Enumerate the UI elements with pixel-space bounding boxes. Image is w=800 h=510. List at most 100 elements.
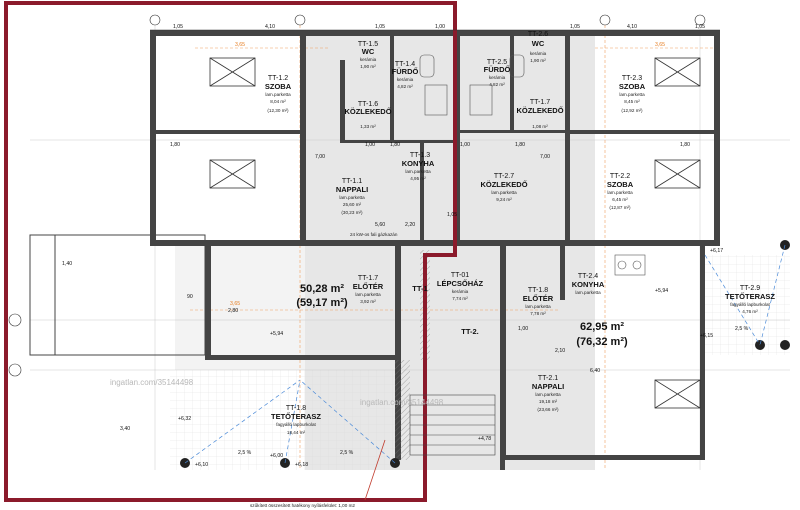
dim-label: 1,05 bbox=[695, 24, 705, 30]
room-floor: kerámia bbox=[489, 75, 506, 80]
room-area: 18,44 m² bbox=[287, 430, 306, 435]
dim-label: 1,00 bbox=[460, 142, 470, 148]
room-floor: lam.parketta bbox=[619, 92, 645, 97]
room-floor: lam.parketta bbox=[607, 190, 633, 195]
unit-tag: TT-1 bbox=[412, 284, 427, 293]
watermark-text: ingatlan.com/35144498 bbox=[110, 378, 194, 387]
unit-net-area: 62,95 m² bbox=[580, 321, 624, 333]
room-id: TT-2.1 bbox=[538, 375, 558, 382]
dim-label: 1,80 bbox=[170, 142, 180, 148]
room-area: 6,45 m² bbox=[612, 197, 628, 202]
room-id: TT-2.6 bbox=[528, 31, 548, 38]
room-id: TT-1.5 bbox=[358, 41, 378, 48]
dim-label: 7,00 bbox=[540, 154, 550, 160]
elevation-labels: +6,17 +5,94 +5,94 +6,15 +6,32 +6,10 +6,1… bbox=[178, 248, 723, 468]
room-floor: kerámia bbox=[452, 289, 469, 294]
room-name: KÖZLEKEDŐ bbox=[516, 106, 563, 115]
room-area: 4,82 m² bbox=[489, 82, 505, 87]
room-name: LÉPCSŐHÁZ bbox=[437, 279, 484, 288]
room-floor: kerámia bbox=[530, 51, 547, 56]
room-gross: (12,30 m²) bbox=[267, 108, 289, 113]
room-name: SZOBA bbox=[607, 180, 634, 189]
bottom-note: szűkített összesített hatékony nyílásfel… bbox=[250, 503, 355, 508]
elevation: +4,78 bbox=[478, 436, 491, 442]
dimension-misc: 90 1,40 2,80 3,65 5,60 2,20 1,05 2,10 6,… bbox=[62, 212, 600, 432]
dim-label: 3,65 bbox=[655, 42, 665, 48]
room-name: SZOBA bbox=[619, 82, 646, 91]
dim-label: 1,05 bbox=[173, 24, 183, 30]
room-id: TT-1.7 bbox=[358, 275, 378, 282]
dim-label: 1,05 bbox=[447, 212, 457, 218]
dim-label: 1,80 bbox=[515, 142, 525, 148]
staircase bbox=[409, 394, 496, 456]
dim-label: 1,00 bbox=[518, 326, 528, 332]
slope-label: 2,5 % bbox=[340, 450, 354, 456]
room-name: ELŐTÉR bbox=[523, 294, 554, 303]
dim-label: 90 bbox=[187, 294, 193, 300]
windows bbox=[209, 57, 701, 409]
room-id: TT-1.7 bbox=[530, 99, 550, 106]
elevation: +6,00 bbox=[270, 453, 283, 459]
room-id: TT-1.1 bbox=[342, 178, 362, 185]
axis-markers bbox=[8, 14, 706, 377]
room-floor: lam.parketta bbox=[265, 92, 291, 97]
unit-net-area: 50,28 m² bbox=[300, 283, 344, 295]
room-floor: lam.parketta bbox=[339, 195, 365, 200]
room-id: TT-01 bbox=[451, 272, 469, 279]
room-name: KONYHA bbox=[572, 280, 605, 289]
dim-label: 1,00 bbox=[435, 24, 445, 30]
room-id: TT-1.6 bbox=[358, 101, 378, 108]
slope-label: 2,5 % bbox=[238, 450, 252, 456]
room-floor: lam.parketta bbox=[405, 169, 431, 174]
slope-label: 2,5 % bbox=[735, 326, 749, 332]
slope-labels: 2,5 % 2,5 % 2,5 % bbox=[238, 326, 749, 456]
dim-label: 1,00 bbox=[365, 142, 375, 148]
room-name: WC bbox=[362, 47, 375, 56]
dim-label: 3,65 bbox=[235, 42, 245, 48]
room-name: TETŐTERASZ bbox=[271, 412, 321, 421]
dim-label: 6,40 bbox=[590, 368, 600, 374]
room-area: 19,18 m² bbox=[539, 399, 558, 404]
room-gross: (12,87 m²) bbox=[609, 205, 631, 210]
room-name: ELŐTÉR bbox=[353, 282, 384, 291]
dim-label: 1,80 bbox=[390, 142, 400, 148]
dim-label: 1,05 bbox=[570, 24, 580, 30]
room-name: KONYHA bbox=[402, 159, 435, 168]
dim-label: 4,10 bbox=[265, 24, 275, 30]
room-id: TT-2.3 bbox=[622, 75, 642, 82]
dim-label: 3,40 bbox=[120, 426, 130, 432]
unit-gross-area: (76,32 m²) bbox=[576, 336, 628, 348]
room-name: KÖZLEKEDŐ bbox=[480, 180, 527, 189]
room-name: SZOBA bbox=[265, 82, 292, 91]
room-area: 3,92 m² bbox=[360, 299, 376, 304]
room-area: 1,90 m² bbox=[530, 58, 546, 63]
dim-label: 1,80 bbox=[680, 142, 690, 148]
dim-label: 4,10 bbox=[627, 24, 637, 30]
room-id: TT-1.4 bbox=[395, 61, 415, 68]
elevation: +6,10 bbox=[195, 462, 208, 468]
dim-label: 2,10 bbox=[555, 348, 565, 354]
dim-label: 5,60 bbox=[375, 222, 385, 228]
room-labels: TT-1.2 SZOBA lam.parketta 8,04 m² (12,30… bbox=[265, 31, 776, 435]
room-floor: lam.parketta bbox=[355, 292, 381, 297]
dim-label: 1,05 bbox=[375, 24, 385, 30]
fixtures bbox=[419, 54, 646, 276]
elevation: +6,32 bbox=[178, 416, 191, 422]
unit-highlight-outline bbox=[4, 1, 457, 502]
room-id: TT-2.2 bbox=[610, 173, 630, 180]
room-gross: (23,66 m²) bbox=[537, 407, 559, 412]
unit-gross-area: (59,17 m²) bbox=[296, 297, 348, 309]
room-name: FÜRDŐ bbox=[484, 65, 511, 74]
elevation: +6,17 bbox=[710, 248, 723, 254]
room-id: TT-2.4 bbox=[578, 273, 598, 280]
room-gross: (30,23 m²) bbox=[341, 210, 363, 215]
room-area: 7,78 m² bbox=[530, 311, 546, 316]
walls bbox=[150, 30, 720, 470]
room-name: NAPPALI bbox=[336, 185, 368, 194]
note-arrow bbox=[364, 439, 386, 501]
room-id: TT-1.2 bbox=[268, 75, 288, 82]
room-name: TETŐTERASZ bbox=[725, 292, 775, 301]
shaded-zone bbox=[175, 240, 305, 370]
watermark-text-2: ingatlan.com/35144498 bbox=[360, 398, 444, 407]
